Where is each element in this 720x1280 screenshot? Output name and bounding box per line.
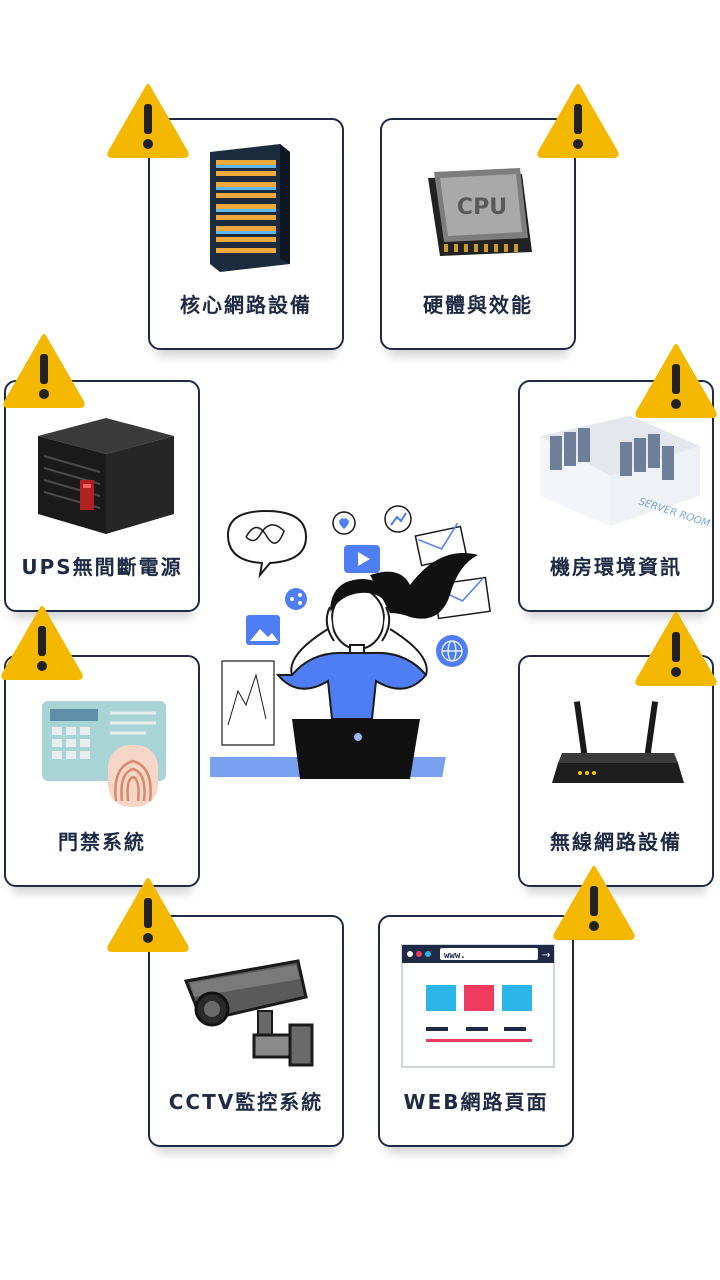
share-icon xyxy=(285,588,307,610)
card-access-control[interactable]: 門禁系統 xyxy=(4,655,200,887)
card-hardware[interactable]: CPU 硬體與效能 xyxy=(380,118,576,350)
card-label: 機房環境資訊 xyxy=(550,555,682,579)
warning-icon xyxy=(553,866,635,940)
warning-icon xyxy=(3,334,85,408)
browser-window-icon: www. → xyxy=(401,944,555,1068)
warning-icon xyxy=(635,612,717,686)
svg-text:→: → xyxy=(542,950,550,961)
card-label: 硬體與效能 xyxy=(423,293,533,317)
card-wireless[interactable]: 無線網路設備 xyxy=(518,655,714,887)
cpu-chip-text: CPU xyxy=(457,195,507,220)
server-room-icon: SERVER ROOM xyxy=(540,416,711,530)
card-label: WEB網路頁面 xyxy=(403,1090,549,1114)
warning-icon xyxy=(537,84,619,158)
warning-icon xyxy=(635,344,717,418)
fingerprint-keypad-icon xyxy=(42,701,166,807)
wifi-router-icon xyxy=(552,701,684,783)
card-cctv[interactable]: CCTV監控系統 xyxy=(148,915,344,1147)
chart-document-icon xyxy=(221,660,275,746)
card-label: 無線網路設備 xyxy=(550,830,682,854)
card-label: 門禁系統 xyxy=(58,830,146,854)
browser-url-text: www. xyxy=(444,951,466,961)
card-label: CCTV監控系統 xyxy=(168,1090,324,1114)
card-web[interactable]: www. → WEB網路頁面 xyxy=(378,915,574,1147)
warning-icon xyxy=(107,84,189,158)
cpu-chip-icon: CPU xyxy=(428,168,532,256)
stressed-person-illustration xyxy=(210,505,491,779)
card-label: UPS無間斷電源 xyxy=(21,555,183,579)
thought-bubble-icon xyxy=(226,509,308,579)
security-camera-icon xyxy=(183,959,314,1067)
server-rack-icon xyxy=(210,144,290,272)
warning-icon xyxy=(107,878,189,952)
card-label: 核心網路設備 xyxy=(180,293,312,317)
warning-icon xyxy=(1,606,83,680)
ups-unit-icon xyxy=(38,418,174,534)
card-server-room[interactable]: SERVER ROOM 機房環境資訊 xyxy=(518,380,714,612)
card-ups[interactable]: UPS無間斷電源 xyxy=(4,380,200,612)
card-core-network[interactable]: 核心網路設備 xyxy=(148,118,344,350)
